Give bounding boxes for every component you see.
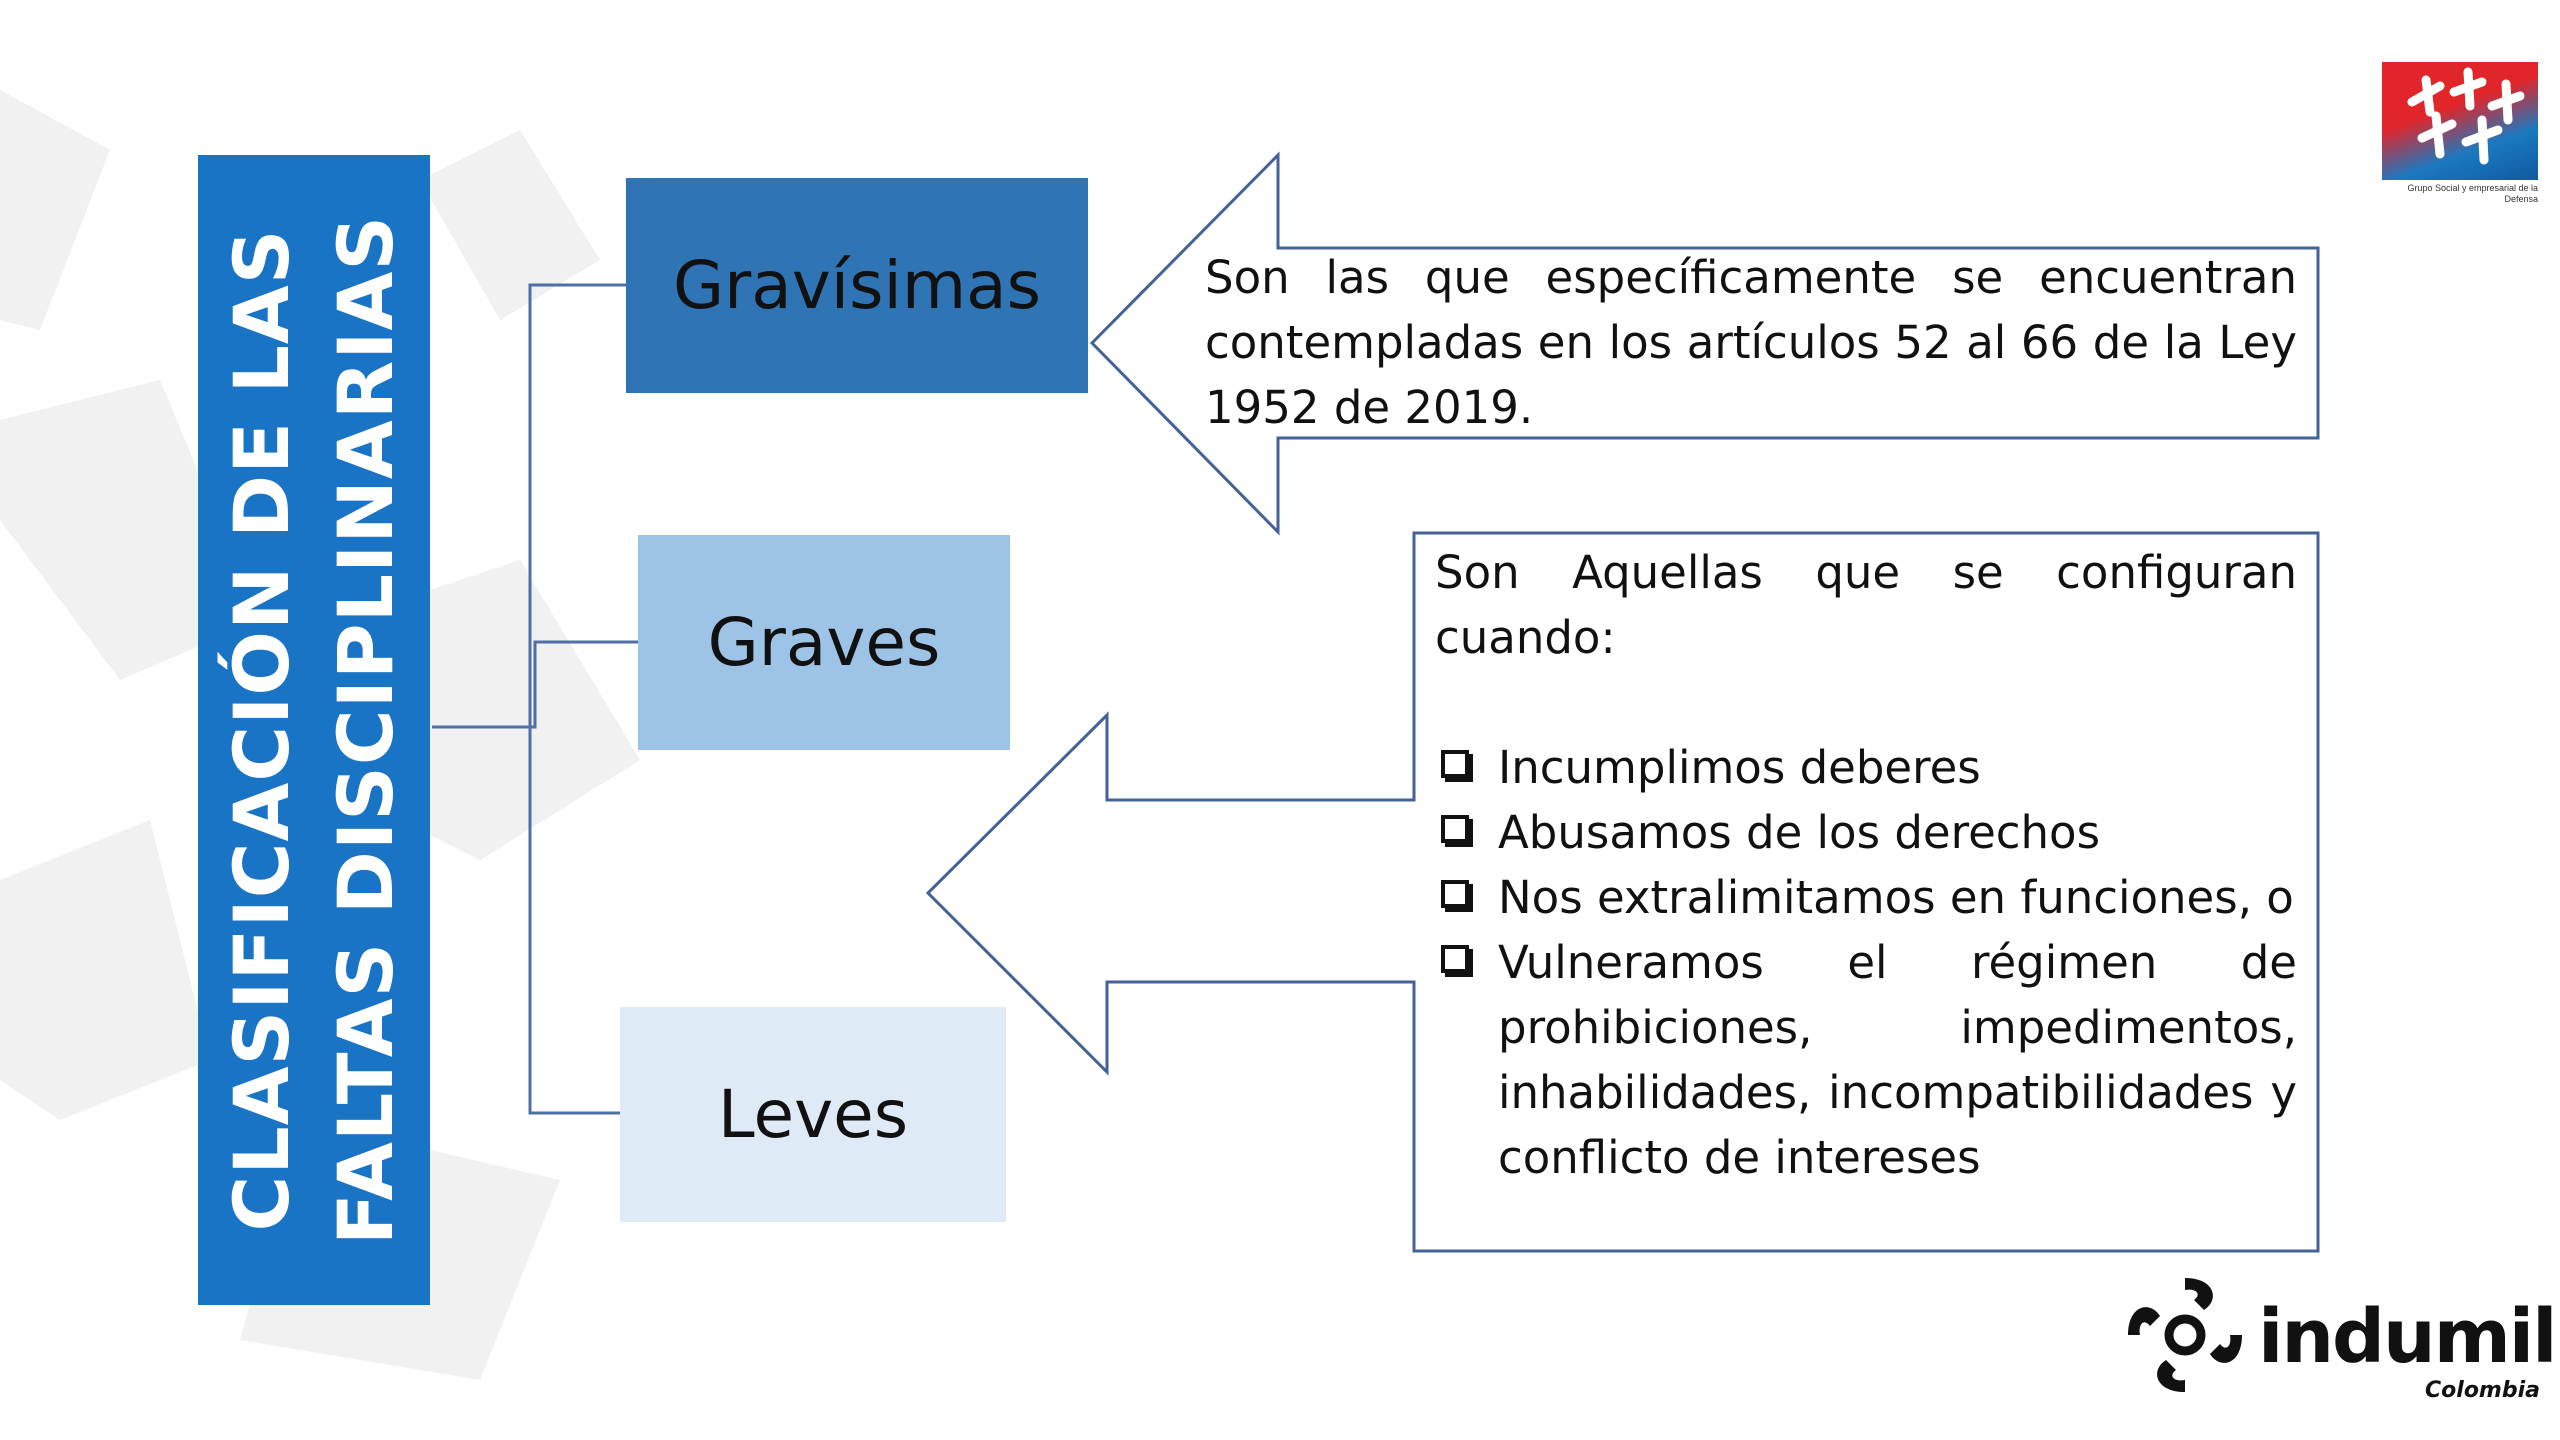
list-item: Abusamos de los derechos — [1435, 800, 2297, 865]
indumil-country: Colombia — [2425, 1378, 2540, 1403]
indumil-logo: indumil Colombia — [2120, 1270, 2558, 1410]
gravisimas-description: Son las que específicamente se encuentra… — [1205, 251, 2297, 434]
checkbox-bullet-icon — [1441, 880, 1469, 908]
bullet-text: Vulneramos el régimen de prohibiciones, … — [1498, 936, 2297, 1184]
category-leves: Leves — [620, 1007, 1006, 1222]
grupo-defensa-logo: Grupo Social y empresarial de la Defensa — [2382, 62, 2540, 220]
checkbox-bullet-icon — [1441, 945, 1469, 973]
checkbox-bullet-icon — [1441, 750, 1469, 778]
list-item: Vulneramos el régimen de prohibiciones, … — [1435, 930, 2297, 1190]
grupo-defensa-emblem-icon — [2382, 62, 2538, 180]
indumil-wordmark: indumil — [2258, 1294, 2558, 1380]
diagram-title: CLASIFICACIÓN DE LAS FALTAS DISCIPLINARI… — [198, 155, 430, 1305]
checkbox-bullet-icon — [1441, 815, 1469, 843]
connector-leves — [528, 727, 620, 1115]
bullet-text: Abusamos de los derechos — [1498, 806, 2101, 859]
list-item: Incumplimos deberes — [1435, 735, 2297, 800]
category-graves: Graves — [638, 535, 1010, 750]
bullet-text: Nos extralimitamos en funciones, o — [1498, 871, 2294, 924]
callout-arrow-graves — [925, 531, 2320, 1253]
category-leves-label: Leves — [717, 1076, 909, 1153]
grupo-defensa-caption: Grupo Social y empresarial de la Defensa — [2407, 183, 2538, 204]
category-gravisimas-label: Gravísimas — [673, 247, 1041, 324]
category-gravisimas: Gravísimas — [626, 178, 1088, 393]
callout-arrow-gravisimas — [1089, 151, 2320, 536]
indumil-emblem-icon — [2128, 1278, 2242, 1392]
connector-graves — [432, 640, 638, 729]
graves-description: Son Aquellas que se configuran cuando: I… — [1435, 540, 2297, 1190]
graves-intro-line-1: Son Aquellas que se configuran — [1435, 546, 2297, 599]
graves-intro: Son Aquellas que se configuran cuando: — [1435, 540, 2297, 670]
bullet-text: Incumplimos deberes — [1498, 741, 1981, 794]
graves-bullet-list: Incumplimos deberes Abusamos de los dere… — [1435, 735, 2297, 1190]
category-graves-label: Graves — [707, 604, 941, 681]
list-item: Nos extralimitamos en funciones, o — [1435, 865, 2297, 930]
graves-intro-line-2: cuando: — [1435, 611, 1616, 664]
connector-gravisimas — [432, 283, 626, 729]
